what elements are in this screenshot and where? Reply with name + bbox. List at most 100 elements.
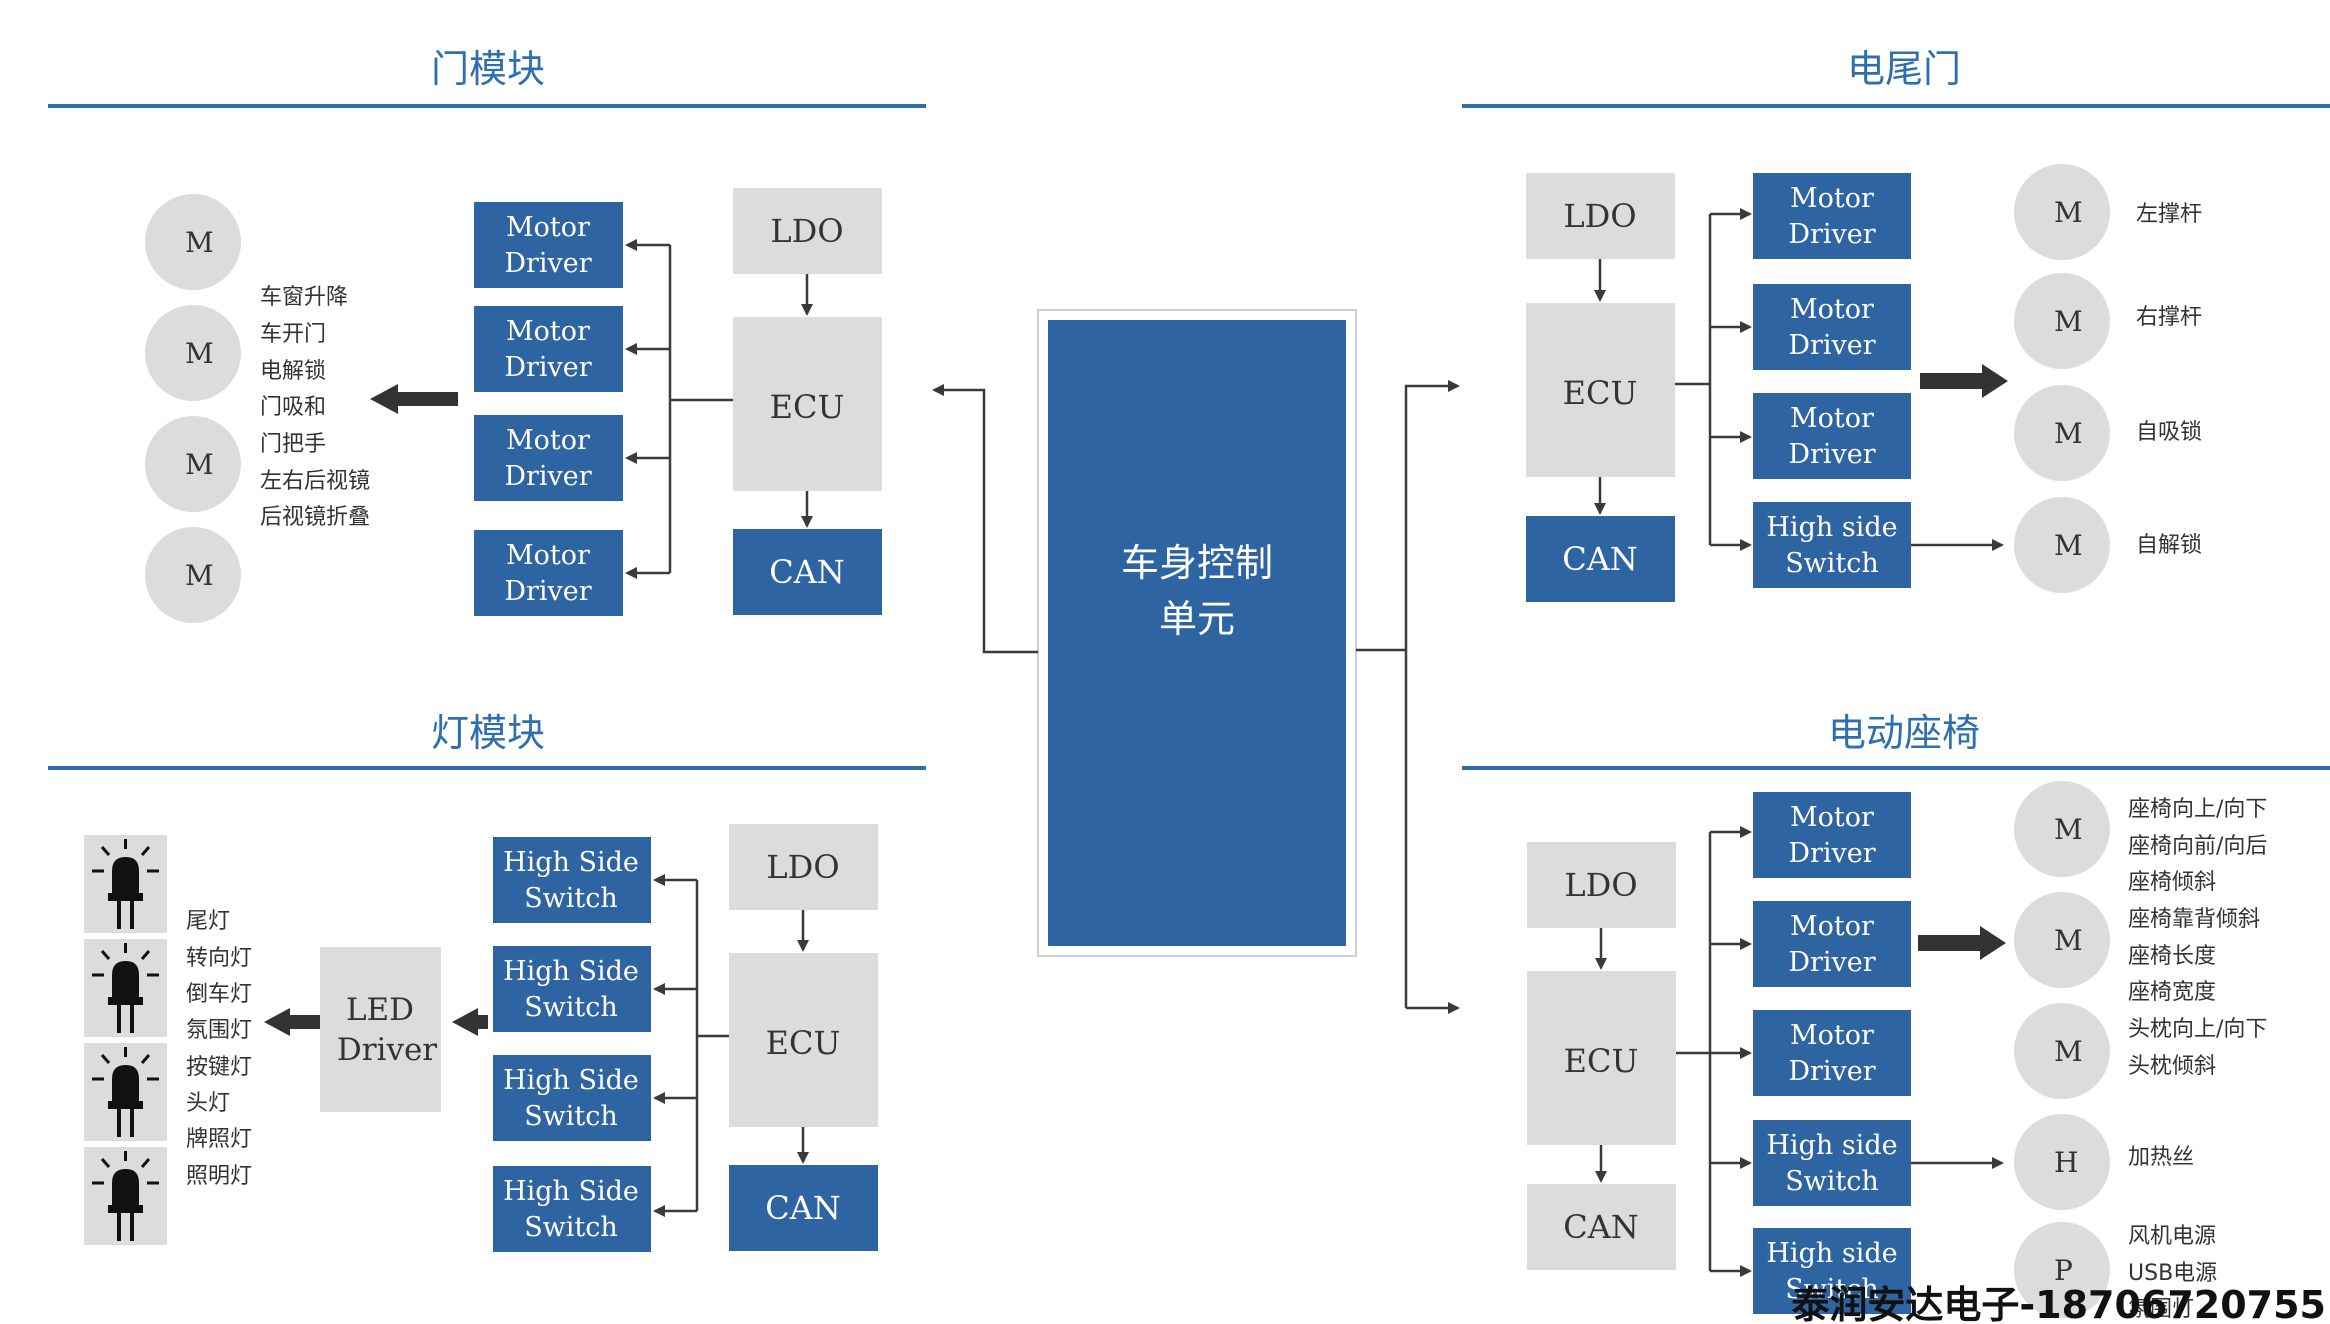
door-ecu-label: ECU: [770, 388, 845, 426]
seat-motor-2-label: M: [2054, 924, 2083, 957]
lamp-high-side-switch-2: [493, 946, 651, 1032]
lamp-hss-1-line1: High Side: [503, 847, 639, 878]
door-driver-2-line1: Motor: [506, 316, 590, 347]
tailgate-motor-1: [2014, 164, 2110, 260]
door-function-5: 门把手: [260, 432, 326, 457]
tailgate-title: 电尾门: [1847, 47, 1961, 91]
lamp-function-6: 头灯: [186, 1091, 230, 1116]
seat-output-arrow: [1918, 926, 2006, 960]
door-driver-1-line1: Motor: [506, 212, 590, 243]
lamp-functions: 尾灯 转向灯 倒车灯 氛围灯 按键灯 头灯 牌照灯 照明灯: [186, 909, 252, 1189]
tailgate-driver-2: [1753, 284, 1911, 370]
tailgate-driver-1: [1753, 173, 1911, 259]
tailgate-function-1: 左撑杆: [2136, 202, 2202, 227]
tailgate-hss-line1: High side: [1766, 512, 1897, 543]
door-driver-3-line2: Driver: [504, 461, 591, 492]
seat-driver-1-line2: Driver: [1788, 838, 1875, 869]
door-function-2: 车开门: [260, 322, 326, 347]
door-motor-1-label: M: [185, 226, 214, 259]
door-driver-3-line1: Motor: [506, 425, 590, 456]
door-function-4: 门吸和: [260, 395, 326, 420]
door-driver-2-line2: Driver: [504, 352, 591, 383]
door-module-title: 门模块: [431, 47, 545, 91]
tailgate-can: [1526, 516, 1675, 602]
seat-motor-1-label: M: [2054, 813, 2083, 846]
door-driver-3: [474, 415, 623, 501]
door-driver-1: [474, 202, 623, 288]
lamp-function-7: 牌照灯: [186, 1127, 252, 1152]
tailgate-ecu: [1526, 303, 1675, 477]
seat-motor-3-label: M: [2054, 1035, 2083, 1068]
tailgate-output-arrow: [1920, 364, 2008, 398]
seat-heater-function: 加热丝: [2128, 1145, 2194, 1170]
tailgate-driver-3: [1753, 393, 1911, 479]
tailgate-driver-3-line2: Driver: [1788, 439, 1875, 470]
seat-function-3: 座椅倾斜: [2128, 870, 2216, 895]
switch-to-led-arrow: [452, 1008, 488, 1036]
tailgate-function-2: 右撑杆: [2136, 305, 2202, 330]
seat-power-function-2: USB电源: [2128, 1261, 2217, 1286]
power-seat-title: 电动座椅: [1828, 711, 1980, 755]
door-function-1: 车窗升降: [260, 285, 348, 310]
tailgate-driver-1-line2: Driver: [1788, 219, 1875, 250]
seat-driver-2: [1753, 901, 1911, 987]
seat-ecu: [1527, 971, 1676, 1145]
door-motors: M M M M: [145, 194, 241, 623]
seat-power-label: P: [2054, 1254, 2073, 1287]
seat-motor-3: [2014, 1003, 2110, 1099]
seat-function-7: 头枕向上/向下: [2128, 1017, 2267, 1042]
lamp-high-side-switch-1: [493, 837, 651, 923]
seat-driver-1: [1753, 792, 1911, 878]
door-can: [733, 529, 882, 615]
led-output-arrow: [264, 1008, 320, 1036]
bulb-icon: [84, 939, 167, 1037]
seat-can-label: CAN: [1563, 1208, 1639, 1246]
door-output-arrow: [370, 384, 458, 414]
door-driver-4-line1: Motor: [506, 540, 590, 571]
seat-heater-label: H: [2054, 1146, 2078, 1179]
tailgate-motor-2: [2014, 273, 2110, 369]
lamp-function-8: 照明灯: [186, 1164, 252, 1189]
seat-function-6: 座椅宽度: [2128, 980, 2216, 1005]
door-driver-1-line2: Driver: [504, 248, 591, 279]
tailgate-motor-4: [2014, 497, 2110, 593]
seat-ldo-label: LDO: [1564, 866, 1637, 904]
lamp-high-side-switch-4: [493, 1166, 651, 1252]
lamp-function-3: 倒车灯: [186, 982, 252, 1007]
seat-ecu-label: ECU: [1564, 1042, 1639, 1080]
door-function-7: 后视镜折叠: [260, 505, 370, 530]
door-function-3: 电解锁: [260, 359, 326, 384]
lamp-function-4: 氛围灯: [186, 1018, 252, 1043]
door-motor-3: [145, 416, 241, 512]
seat-can: [1527, 1184, 1676, 1270]
seat-power-function-3: 氛围灯: [2128, 1297, 2194, 1322]
seat-power-function-1: 风机电源: [2128, 1224, 2216, 1249]
seat-function-2: 座椅向前/向后: [2128, 834, 2267, 859]
seat-hss-1-line2: Switch: [1785, 1166, 1879, 1197]
lamp-ecu: [729, 953, 878, 1127]
door-can-label: CAN: [769, 553, 845, 591]
seat-ldo: [1527, 842, 1676, 928]
lamp-hss-3-line2: Switch: [524, 1101, 618, 1132]
tailgate-high-side-switch: [1753, 502, 1911, 588]
tailgate-hss-line2: Switch: [1785, 548, 1879, 579]
door-motor-1: [145, 194, 241, 290]
tailgate-driver-2-line2: Driver: [1788, 330, 1875, 361]
door-motor-2: [145, 305, 241, 401]
tailgate-can-label: CAN: [1562, 540, 1638, 578]
bulb-icon: [84, 835, 167, 933]
tailgate-module: LDO ECU CAN Motor Driver Motor Driver Mo…: [1526, 164, 2202, 602]
door-function-6: 左右后视镜: [260, 469, 370, 494]
tailgate-ldo: [1526, 173, 1675, 259]
lamp-hss-3-line1: High Side: [503, 1065, 639, 1096]
seat-high-side-switch-2: [1753, 1228, 1911, 1314]
led-driver-line2: Driver: [337, 1032, 437, 1068]
seat-function-8: 头枕倾斜: [2128, 1054, 2216, 1079]
tailgate-motor-3: [2014, 385, 2110, 481]
bulb-icon: [84, 1043, 167, 1141]
lamp-can-label: CAN: [765, 1189, 841, 1227]
seat-power: [2014, 1222, 2110, 1318]
tailgate-motor-4-label: M: [2054, 529, 2083, 562]
lamp-module: 尾灯 转向灯 倒车灯 氛围灯 按键灯 头灯 牌照灯 照明灯 LED Driver…: [84, 824, 878, 1252]
seat-driver-3: [1753, 1010, 1911, 1096]
